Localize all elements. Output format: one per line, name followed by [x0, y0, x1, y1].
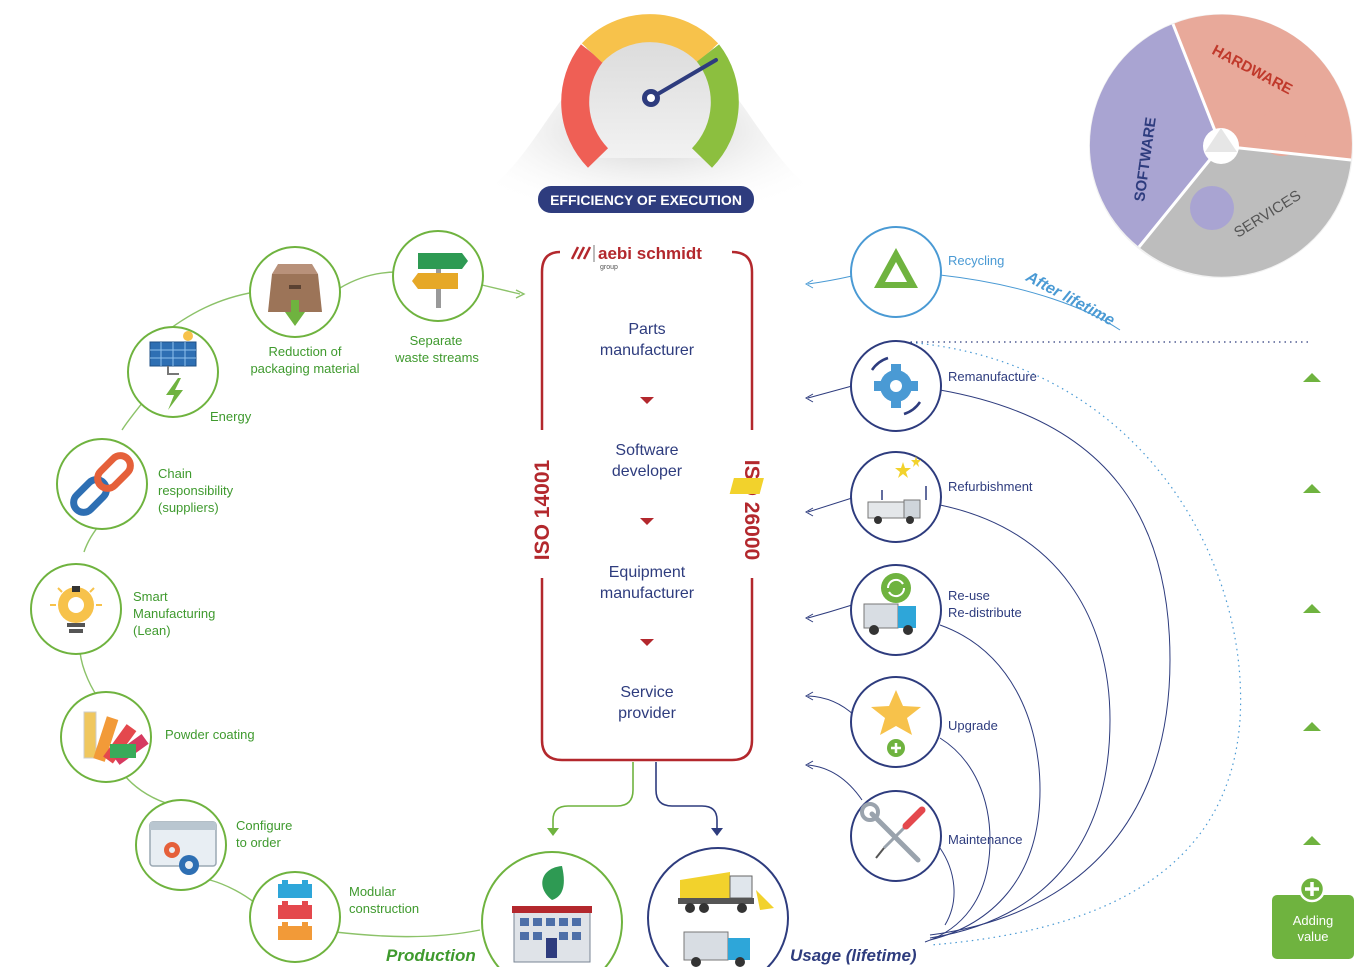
gauge-title: EFFICIENCY OF EXECUTION	[550, 192, 742, 208]
center-box: aebi schmidt group ISO 14001 ISO 26000 P…	[528, 238, 766, 762]
step-arrow-3	[640, 639, 654, 646]
configure-label-1: Configure	[236, 818, 292, 833]
recycling-label: Recycling	[948, 253, 1004, 268]
remanufacture-label: Remanufacture	[948, 369, 1037, 384]
puzzle-hardware	[1173, 14, 1352, 160]
upgrade-label: Upgrade	[948, 718, 998, 733]
step-arrow-2	[640, 518, 654, 525]
step-service-line1: Service	[620, 684, 673, 701]
adding-value-line2: value	[1297, 929, 1328, 944]
usage-node	[647, 847, 789, 967]
iso-14001-label: ISO 14001	[531, 459, 554, 560]
color-swatch-icon	[83, 711, 149, 765]
right-arrows	[804, 275, 863, 801]
step-arrow-1	[640, 397, 654, 404]
building-blocks-icon	[278, 880, 312, 940]
step-software-line2: developer	[612, 463, 683, 480]
usage-connector	[655, 762, 718, 828]
gauge-segment-red	[561, 44, 609, 168]
modular-label-2: construction	[349, 901, 419, 916]
usage-label: Usage (lifetime)	[790, 946, 917, 965]
gauge-needle	[649, 58, 718, 100]
powder-label: Powder coating	[165, 727, 255, 742]
chain-label-3: (suppliers)	[158, 500, 219, 515]
gauge-title-pill	[538, 186, 754, 213]
after-lifetime-curve	[904, 341, 1242, 946]
step-service-line2: provider	[618, 705, 676, 722]
star-plus-icon	[871, 690, 921, 757]
puzzle-services	[1139, 146, 1351, 277]
iso-26000-label: ISO 26000	[740, 460, 763, 560]
wrench-screwdriver-icon	[860, 802, 926, 863]
packaging-label-1: Reduction of	[269, 344, 342, 359]
truck-icon	[678, 872, 774, 913]
step-equipment-line2: manufacturer	[600, 585, 695, 602]
smart-label-1: Smart	[133, 589, 168, 604]
refurbishment-label: Refurbishment	[948, 479, 1033, 494]
step-equipment-line1: Equipment	[609, 564, 686, 581]
step-parts-line1: Parts	[628, 321, 665, 338]
puzzle-software	[1089, 24, 1221, 247]
gauge-segment-green	[691, 44, 739, 168]
plus-icon	[1305, 882, 1319, 896]
waste-label-2: waste streams	[394, 350, 479, 365]
leaf-icon	[542, 866, 564, 900]
smart-label-2: Manufacturing	[133, 606, 215, 621]
brand-sub: group	[600, 264, 618, 271]
chain-link-icon	[70, 452, 134, 516]
step-parts-line2: manufacturer	[600, 342, 695, 359]
browser-gear-icon	[149, 821, 217, 875]
signpost-icon	[412, 253, 468, 308]
puzzle-graphic: HARDWARE SOFTWARE SERVICES	[1089, 14, 1353, 278]
smart-label-3: (Lean)	[133, 623, 171, 638]
configure-label-2: to order	[236, 835, 281, 850]
solar-panel-icon	[149, 331, 197, 410]
aebi-schmidt-logo: aebi schmidt group	[570, 244, 702, 271]
value-markers	[1303, 373, 1321, 845]
refurbish-truck-icon	[729, 456, 927, 524]
production-node	[481, 851, 623, 967]
sweeper-icon	[683, 931, 750, 967]
after-lifetime-label: After lifetime	[1022, 268, 1117, 329]
brand-name: aebi schmidt	[598, 244, 702, 263]
adding-value-line1: Adding	[1293, 913, 1333, 928]
step-software-line1: Software	[615, 442, 678, 459]
lightbulb-gear-icon	[50, 586, 102, 633]
energy-label: Energy	[210, 409, 252, 424]
packaging-label-2: packaging material	[250, 361, 359, 376]
chain-label-2: responsibility	[158, 483, 234, 498]
maintenance-label: Maintenance	[948, 832, 1022, 847]
reuse-label-1: Re-use	[948, 588, 990, 603]
adding-value-box: Adding value	[1272, 875, 1354, 959]
modular-label-1: Modular	[349, 884, 397, 899]
recycle-icon	[874, 248, 918, 288]
chain-label-1: Chain	[158, 466, 192, 481]
waste-label-1: Separate	[410, 333, 463, 348]
gear-cycle-icon	[870, 356, 922, 416]
reuse-label-2: Re-distribute	[948, 605, 1022, 620]
box-icon	[268, 264, 322, 326]
right-curves	[924, 389, 1171, 943]
production-connector	[552, 762, 634, 828]
efficiency-gauge: EFFICIENCY OF EXECUTION	[455, 14, 845, 213]
gauge-segment-yellow	[581, 14, 719, 64]
production-label: Production	[386, 946, 476, 965]
reuse-truck-icon	[863, 573, 916, 635]
